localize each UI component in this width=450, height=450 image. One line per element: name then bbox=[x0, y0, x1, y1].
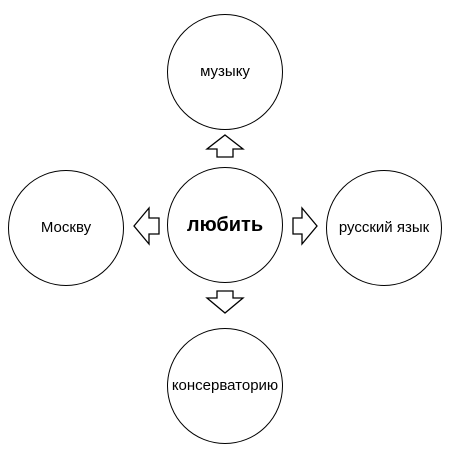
arrow-left-icon bbox=[133, 206, 160, 246]
node-bottom-label: консерваторию bbox=[171, 376, 279, 394]
node-left-label: Москву bbox=[40, 218, 92, 236]
node-top-label: музыку bbox=[200, 62, 250, 80]
arrow-right-icon bbox=[292, 206, 318, 246]
arrow-down-icon bbox=[205, 290, 245, 314]
node-center: любить bbox=[167, 167, 283, 283]
node-center-label: любить bbox=[186, 214, 264, 236]
node-right: русский язык bbox=[326, 170, 442, 286]
node-right-label: русский язык bbox=[338, 218, 430, 236]
node-left: Москву bbox=[8, 170, 124, 286]
node-top: музыку bbox=[167, 14, 283, 130]
node-bottom: консерваторию bbox=[167, 328, 283, 444]
arrow-up-icon bbox=[205, 134, 245, 158]
